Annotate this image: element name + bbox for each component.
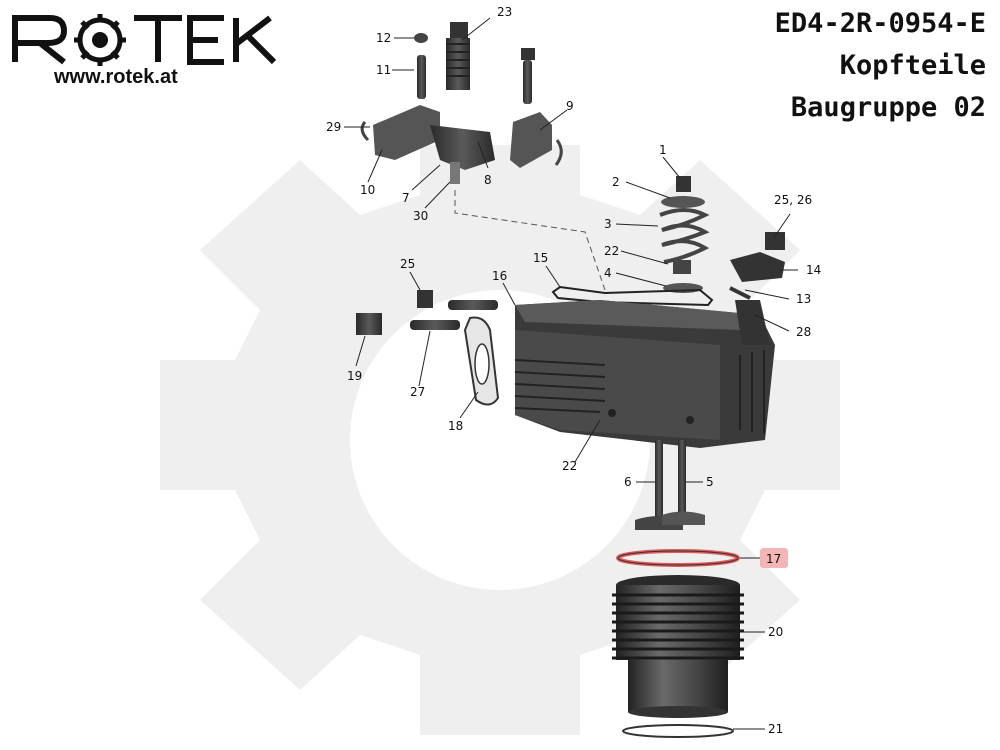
callout-4: 4 — [604, 266, 612, 280]
cylinder-head — [514, 285, 775, 448]
valves — [635, 440, 705, 530]
callout-19: 19 — [347, 369, 362, 383]
callout-7: 7 — [402, 191, 410, 205]
callout-17: 17 — [766, 552, 781, 566]
callout-29: 29 — [326, 120, 341, 134]
gasket-17-highlight — [616, 549, 740, 567]
callout-20: 20 — [768, 625, 783, 639]
rocker-arm-assembly — [360, 22, 563, 184]
cylinder — [612, 575, 744, 738]
callout-18: 18 — [448, 419, 463, 433]
website-url: www.rotek.at — [54, 66, 178, 88]
callout-30: 30 — [413, 209, 428, 223]
callout-9: 9 — [566, 99, 574, 113]
callout-3: 3 — [604, 217, 612, 231]
leader-lines — [344, 17, 798, 730]
callout-25-26: 25, 26 — [774, 193, 812, 207]
valve-spring-stack — [659, 176, 785, 300]
group-name: Kopfteile — [839, 50, 986, 81]
callout-16: 16 — [492, 269, 507, 283]
part-number: ED4-2R-0954-E — [774, 8, 986, 39]
callout-5: 5 — [706, 475, 714, 489]
callout-21: 21 — [768, 722, 783, 736]
callout-14: 14 — [806, 263, 821, 277]
callout-23: 22 — [604, 244, 619, 258]
callout-28: 28 — [796, 325, 811, 339]
callout-27: 27 — [410, 385, 425, 399]
rotek-logo — [12, 14, 277, 66]
callout-10: 10 — [360, 183, 375, 197]
callout-1: 1 — [659, 143, 667, 157]
callout-11: 11 — [376, 63, 391, 77]
callout-13: 13 — [796, 292, 811, 306]
small-parts-left — [356, 290, 500, 406]
callout-12: 12 — [376, 31, 391, 45]
callout-8: 8 — [484, 173, 492, 187]
callout-24: 23 — [497, 5, 512, 19]
callout-25: 25 — [400, 257, 415, 271]
callout-2: 2 — [612, 175, 620, 189]
callout-15: 15 — [533, 251, 548, 265]
assembly-name: Baugruppe 02 — [790, 92, 986, 123]
callout-6: 6 — [624, 475, 632, 489]
callout-labels: 12 11 23 29 10 7 8 30 9 1 2 3 22 4 25, 2… — [326, 5, 821, 736]
callout-22: 22 — [562, 459, 577, 473]
callout-17-badge — [760, 548, 788, 568]
